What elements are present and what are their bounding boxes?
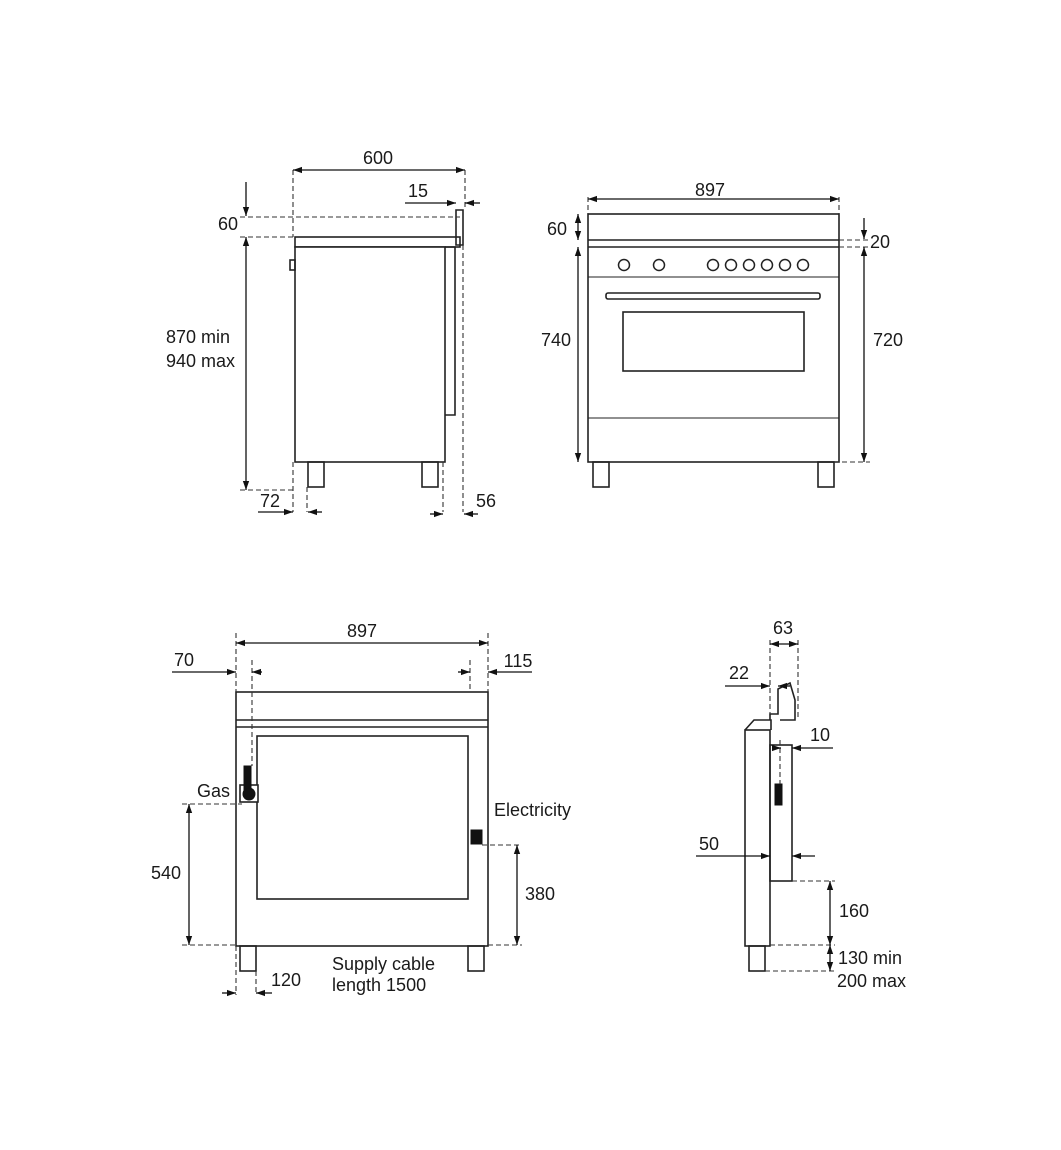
side-height-min-label: 870 min — [166, 327, 230, 347]
front-view: 897 60 20 740 720 — [541, 180, 903, 488]
side-top-height-label: 60 — [218, 214, 238, 234]
rear-right-offset-label: 115 — [504, 651, 533, 671]
profile-mid-offset-label: 10 — [810, 725, 830, 745]
electricity-label: Electricity — [494, 800, 571, 820]
knob — [742, 258, 756, 272]
gas-height-label: 540 — [151, 863, 181, 883]
front-body — [587, 213, 840, 463]
profile-backguard — [769, 681, 796, 721]
rear-right-foot — [467, 945, 485, 972]
profile-lower-offset-label: 50 — [699, 834, 719, 854]
front-left-foot — [592, 461, 610, 488]
profile-body — [744, 729, 771, 947]
front-width-label: 897 — [695, 180, 725, 200]
knob — [724, 258, 738, 272]
side-rear-foot-label: 56 — [476, 491, 496, 511]
profile-view: 63 22 10 50 160 130 min 200 max — [696, 618, 906, 991]
side-body — [294, 246, 446, 463]
side-knob-stub — [289, 259, 296, 271]
profile-rear-panel — [769, 744, 793, 882]
rear-left-offset-label: 70 — [174, 650, 194, 670]
electricity-connector — [470, 829, 483, 845]
front-rear-height-label: 720 — [873, 330, 903, 350]
knob — [796, 258, 810, 272]
knob — [652, 258, 666, 272]
profile-leg-min-label: 130 min — [838, 948, 902, 968]
supply-cable-length-label: length 1500 — [332, 975, 426, 995]
side-front-foot — [307, 461, 325, 488]
front-top-height-label: 60 — [547, 219, 567, 239]
knob — [760, 258, 774, 272]
oven-window — [622, 311, 805, 372]
front-right-foot — [817, 461, 835, 488]
side-rear-foot — [421, 461, 439, 488]
rear-width-label: 897 — [347, 621, 377, 641]
profile-leg-max-label: 200 max — [837, 971, 906, 991]
side-height-max-label: 940 max — [166, 351, 235, 371]
rear-body — [235, 691, 489, 947]
front-body-height-label: 740 — [541, 330, 571, 350]
electricity-height-label: 380 — [525, 884, 555, 904]
gas-label: Gas — [197, 781, 230, 801]
rear-view: 897 70 115 Gas 540 Electricity 380 120 S… — [151, 621, 571, 997]
oven-handle — [605, 292, 821, 300]
side-front-foot-label: 72 — [260, 491, 280, 511]
knob — [778, 258, 792, 272]
profile-depth-label: 63 — [773, 618, 793, 638]
knob — [706, 258, 720, 272]
side-rear-offset-label: 15 — [408, 181, 428, 201]
supply-cable-label: Supply cable — [332, 954, 435, 974]
side-view: 600 15 60 870 min 940 max 72 56 — [166, 148, 496, 518]
rear-left-foot — [239, 945, 257, 972]
profile-upper-offset-label: 22 — [729, 663, 749, 683]
front-top-offset-label: 20 — [870, 232, 890, 252]
knob — [617, 258, 631, 272]
profile-cooktop — [744, 719, 772, 731]
side-cooktop — [294, 236, 461, 248]
rear-foot-offset-label: 120 — [271, 970, 301, 990]
profile-foot — [748, 945, 766, 972]
profile-connection-height-label: 160 — [839, 901, 869, 921]
side-rear-panel — [445, 246, 456, 416]
gas-connector — [242, 787, 256, 801]
side-width-label: 600 — [363, 148, 393, 168]
profile-connector — [774, 783, 783, 806]
rear-panel — [256, 735, 469, 900]
front-control-knobs — [617, 258, 810, 272]
